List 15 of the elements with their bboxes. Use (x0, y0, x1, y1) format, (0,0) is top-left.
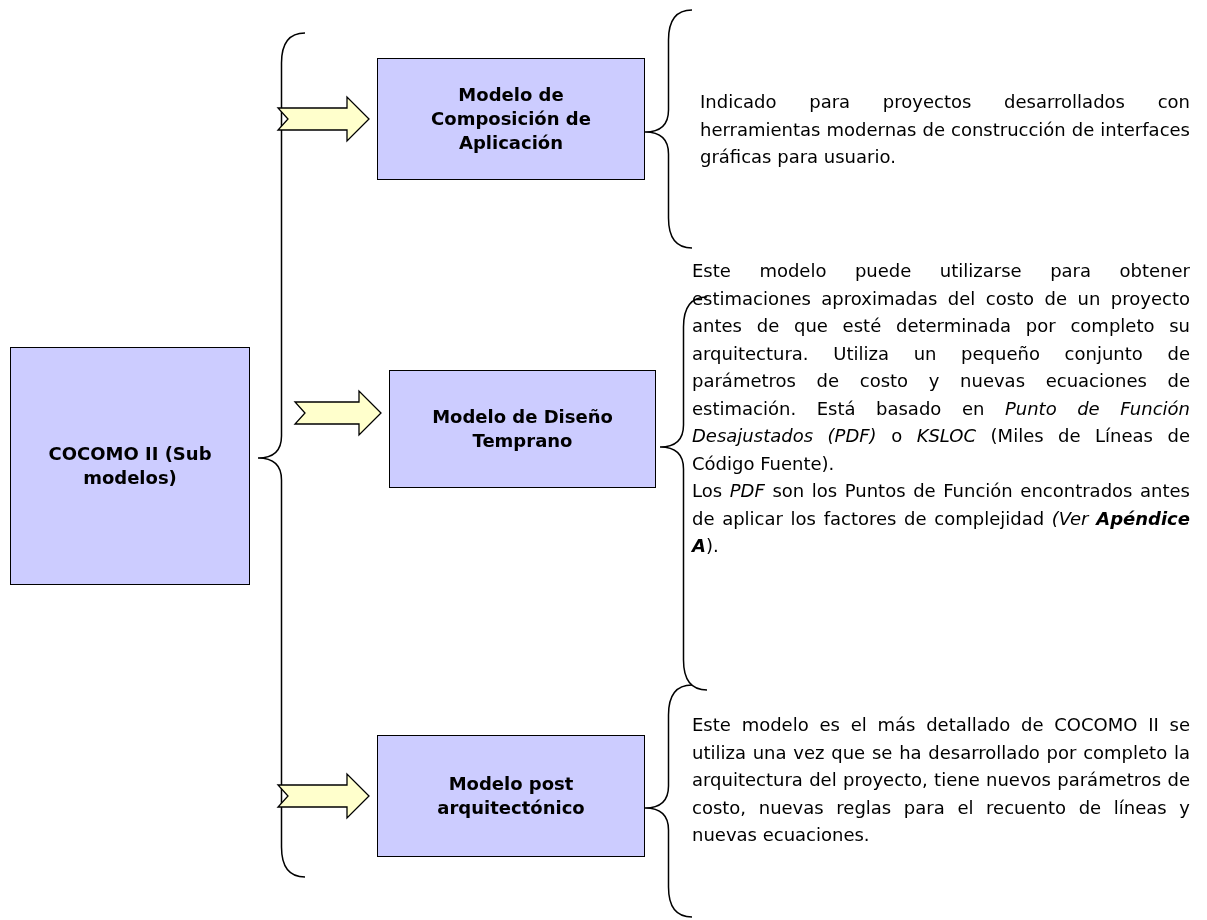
description-text: Los PDF son los Puntos de Función encontrados antes de aplicar los factores de complejidad (Ver Apéndice A). (692, 479, 1190, 558)
block-arrow (276, 95, 370, 143)
node-title: Modelo post arquitectónico (436, 771, 586, 820)
model-box (377, 58, 645, 180)
block-arrow (276, 772, 370, 820)
description-text: Este modelo puede utilizarse para obtener estimaciones aproximadas del costo de un proyecto antes de que esté determinada por completo su arquitectura. Utiliza un pequeño conjunto de parámetros de costo y nuevas ecuaciones de estimación. Está basado en Punto de Función Desajustados (PDF) o KSLOC (Miles de Líneas de Código Fuente). (692, 259, 1190, 476)
description-text: Indicado para proyectos desarrollados con herramientas modernas de construcción de interfaces gráficas para usuario. (700, 90, 1190, 169)
model-box (377, 735, 645, 857)
node-title: COCOMO II (Sub modelos) (47, 441, 213, 490)
description-text: Este modelo es el más detallado de COCOMO II se utiliza una vez que se ha desarrollado por completo la arquitectura del proyecto, tiene nuevos parámetros de costo, nuevas reglas para el recuento de líneas y nuevas ecuaciones. (692, 713, 1190, 847)
model-box (10, 347, 250, 585)
node-title: Modelo de Composición de Aplicación (430, 82, 592, 156)
model-box (389, 370, 656, 488)
node-title: Modelo de Diseño Temprano (431, 404, 614, 453)
block-arrow (293, 389, 382, 437)
